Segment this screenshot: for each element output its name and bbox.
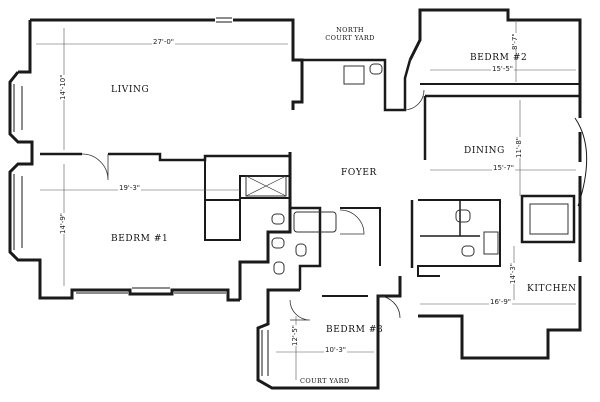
dim-dining-depth: 11'-8" [515,136,523,158]
dim-living-width: 27'-0" [152,38,176,46]
windows [13,17,588,376]
dim-kitchen-width: 16'-9" [489,298,513,306]
dim-bedroom2-depth: 8'-7" [511,33,519,50]
north-court-yard-line2: COURT YARD [325,34,375,42]
room-dining: DINING [464,146,505,156]
room-kitchen: KITCHEN [527,284,577,294]
dim-bedroom2-width: 15'-5" [491,65,515,73]
room-living: LIVING [111,85,150,95]
doors [81,89,425,321]
dim-bedroom3-width: 10'-3" [324,346,348,354]
dim-bedroom3-depth: 12'-5" [291,324,299,346]
room-bedroom-2: BEDRM #2 [470,53,528,63]
dim-kitchen-depth: 14'-3" [509,262,517,284]
fixtures [245,63,569,275]
dim-bedroom1-width: 19'-3" [118,184,142,192]
room-foyer: FOYER [341,168,377,178]
dim-living-depth: 14'-10" [59,74,67,100]
north-court-yard-label: NORTH COURT YARD [320,26,380,42]
dim-dining-width: 15'-7" [492,164,516,172]
north-court-yard-line1: NORTH [336,26,364,34]
court-yard-label: COURT YARD [300,377,350,385]
room-bedroom-3: BEDRM #3 [326,325,384,335]
dim-bedroom1-depth: 14'-9" [59,212,67,234]
room-bedroom-1: BEDRM #1 [111,234,169,244]
